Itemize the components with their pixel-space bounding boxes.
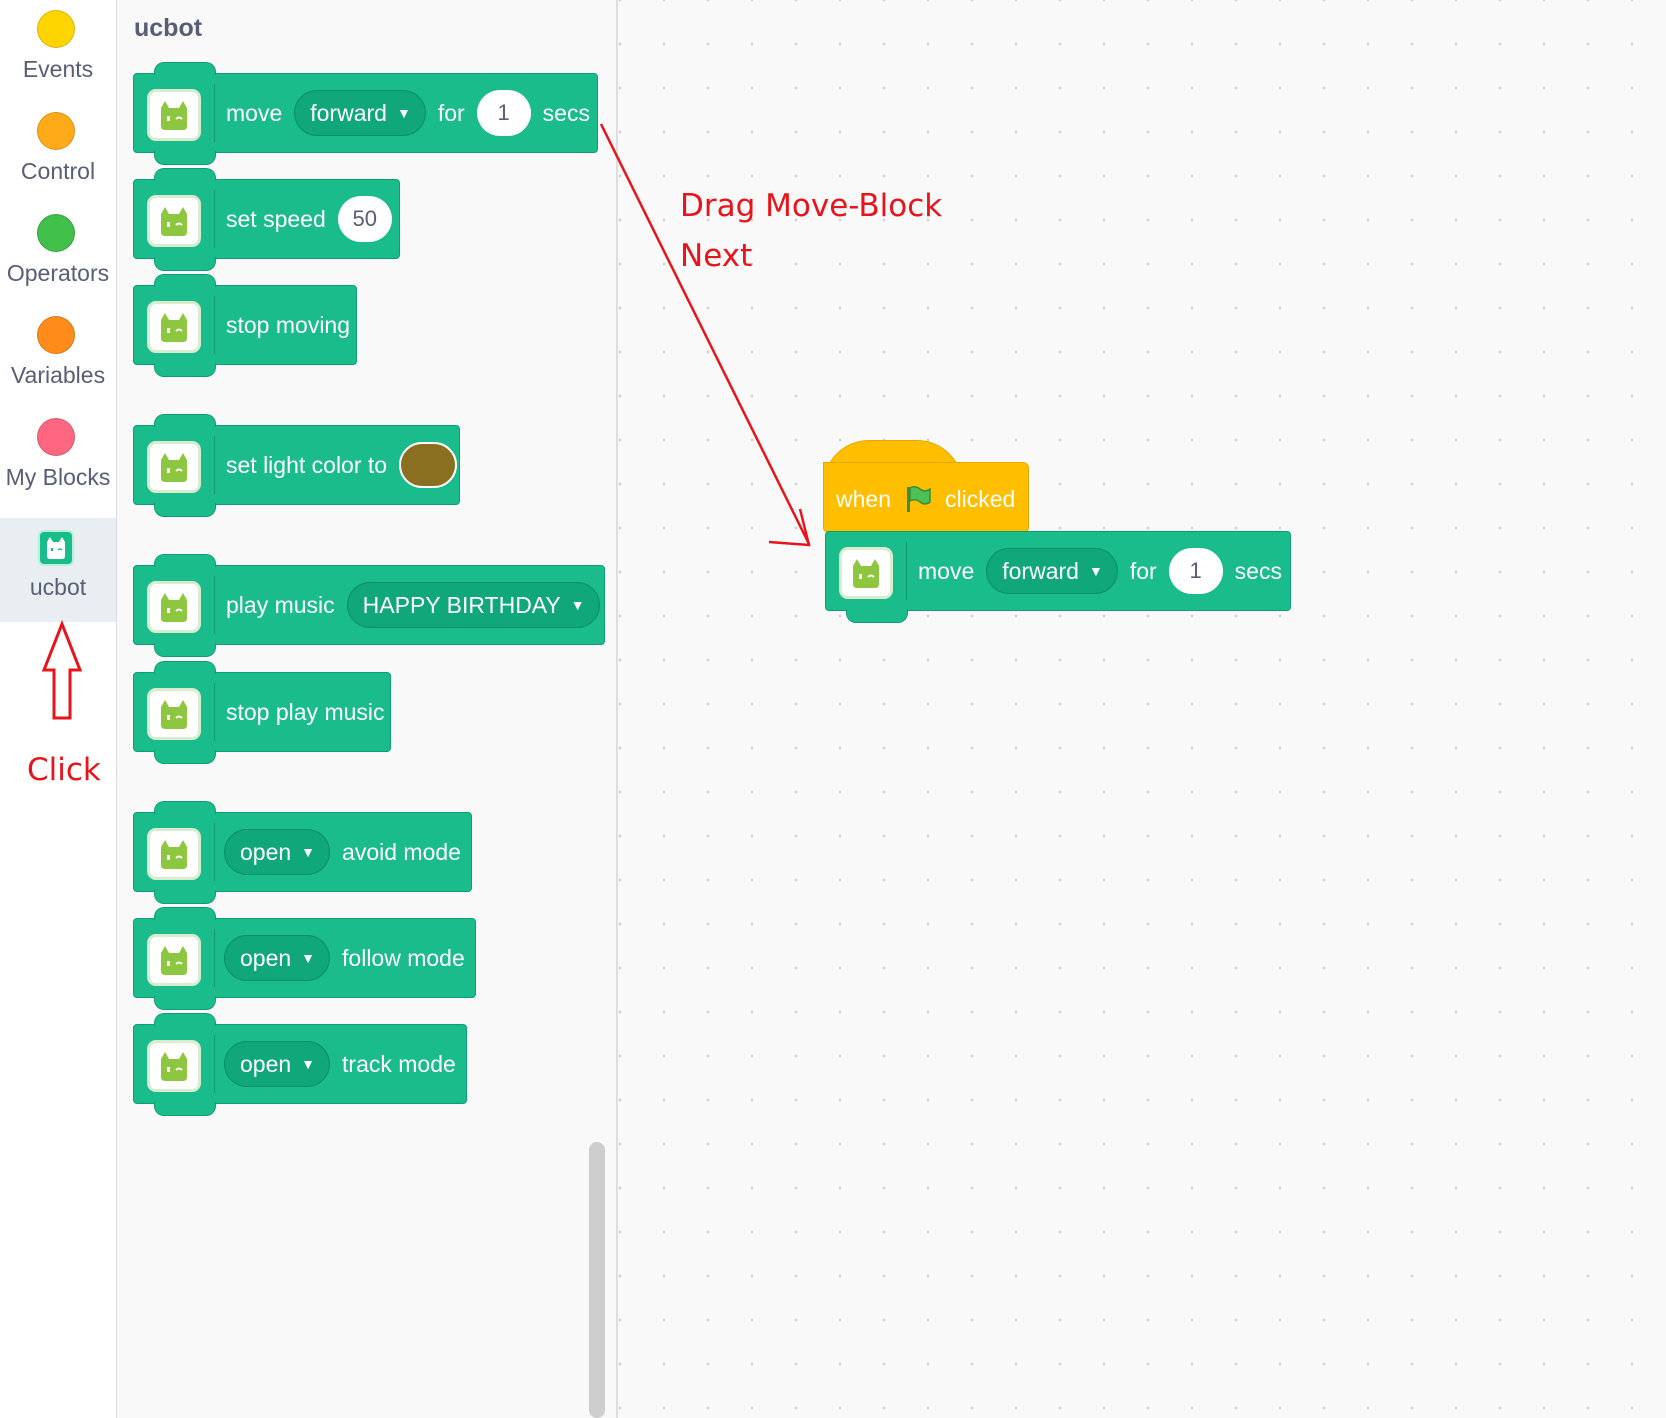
drag-arrow-line	[599, 123, 811, 545]
category-label: Events	[22, 56, 94, 82]
when-flag-clicked-block[interactable]: when clicked	[823, 440, 1029, 532]
ucbot-robot-icon	[147, 441, 201, 493]
block-text: set light color to	[226, 451, 388, 478]
ucbot-robot-icon	[839, 547, 893, 599]
ucbot-robot-icon	[147, 1040, 201, 1092]
block-text: when	[836, 485, 891, 512]
track-mode-block[interactable]: open ▼ track mode	[133, 1013, 467, 1116]
speed-input[interactable]: 50	[337, 196, 392, 242]
stop-play-music-block[interactable]: stop play music	[133, 661, 391, 764]
drag-annotation-line2: Next	[680, 238, 753, 274]
move-block[interactable]: move forward ▼ for 1 secs	[133, 62, 598, 165]
block-text: play music	[226, 591, 335, 618]
block-text: follow mode	[342, 944, 465, 971]
mode-state-dropdown[interactable]: open ▼	[224, 829, 331, 875]
category-variables[interactable]: Variables	[0, 306, 116, 410]
block-text: set speed	[226, 205, 326, 232]
drag-arrow-head	[768, 508, 811, 547]
drag-annotation-line1: Drag Move-Block	[680, 188, 943, 224]
dropdown-value: open	[240, 838, 292, 865]
block-text: move	[918, 557, 975, 584]
dropdown-value: open	[240, 1050, 292, 1077]
mode-state-dropdown[interactable]: open ▼	[224, 1041, 331, 1087]
stop-moving-block[interactable]: stop moving	[133, 274, 357, 377]
category-label: ucbot	[29, 574, 87, 600]
dropdown-value: forward	[1002, 557, 1079, 584]
dropdown-value: open	[240, 944, 292, 971]
dropdown-value: HAPPY BIRTHDAY	[362, 591, 561, 618]
avoid-mode-block[interactable]: open ▼ avoid mode	[133, 801, 472, 904]
caret-down-icon: ▼	[1088, 563, 1103, 579]
click-arrow-icon	[41, 619, 83, 720]
block-text: track mode	[342, 1050, 456, 1077]
ucbot-robot-icon	[147, 934, 201, 986]
ucbot-robot-icon	[147, 89, 201, 141]
direction-dropdown[interactable]: forward ▼	[986, 548, 1118, 594]
click-annotation: Click	[27, 752, 101, 788]
caret-down-icon: ▼	[301, 950, 316, 966]
set-speed-block[interactable]: set speed 50	[133, 168, 400, 271]
block-text: stop moving	[226, 311, 351, 338]
ucbot-robot-icon	[147, 581, 201, 633]
ucbot-robot-icon	[147, 301, 201, 353]
operators-color-dot	[37, 214, 75, 252]
ucbot-robot-icon	[147, 688, 201, 740]
flyout-scrollbar[interactable]	[589, 1142, 605, 1418]
set-light-color-block[interactable]: set light color to	[133, 414, 460, 517]
caret-down-icon: ▼	[570, 597, 585, 613]
block-text: secs	[542, 99, 590, 126]
category-label: Control	[20, 158, 96, 184]
block-text: clicked	[944, 485, 1016, 512]
category-label: Variables	[10, 362, 106, 388]
light-color-picker[interactable]	[399, 442, 458, 488]
caret-down-icon: ▼	[301, 844, 316, 860]
variables-color-dot	[37, 316, 75, 354]
ucbot-robot-icon	[147, 195, 201, 247]
mode-state-dropdown[interactable]: open ▼	[224, 935, 331, 981]
caret-down-icon: ▼	[396, 105, 411, 121]
category-operators[interactable]: Operators	[0, 204, 116, 308]
direction-dropdown[interactable]: forward ▼	[294, 90, 426, 136]
control-color-dot	[37, 112, 75, 150]
category-ucbot[interactable]: ucbot	[0, 518, 116, 622]
follow-mode-block[interactable]: open ▼ follow mode	[133, 907, 476, 1010]
category-label: My Blocks	[5, 464, 111, 490]
category-events[interactable]: Events	[0, 0, 116, 104]
category-label: Operators	[6, 260, 110, 286]
ucbot-robot-icon	[38, 530, 74, 566]
dropdown-value: forward	[310, 99, 387, 126]
category-control[interactable]: Control	[0, 102, 116, 206]
category-my-blocks[interactable]: My Blocks	[0, 408, 116, 512]
workspace-move-block[interactable]: move forward ▼ for 1 secs	[825, 531, 1291, 623]
flyout-title: ucbot	[134, 14, 203, 42]
block-text: for	[437, 99, 465, 126]
block-text: stop play music	[226, 698, 385, 725]
duration-input[interactable]: 1	[476, 90, 531, 136]
green-flag-icon	[906, 485, 931, 512]
my-blocks-color-dot	[37, 418, 75, 456]
play-music-block[interactable]: play music HAPPY BIRTHDAY ▼	[133, 554, 605, 657]
category-menu: Events Control Operators Variables My Bl…	[0, 0, 117, 1418]
block-text: move	[226, 99, 283, 126]
block-text: avoid mode	[342, 838, 461, 865]
events-color-dot	[37, 10, 75, 48]
caret-down-icon: ▼	[301, 1056, 316, 1072]
duration-input[interactable]: 1	[1168, 548, 1223, 594]
script-workspace[interactable]	[618, 0, 1666, 1418]
block-text: secs	[1234, 557, 1282, 584]
song-dropdown[interactable]: HAPPY BIRTHDAY ▼	[346, 582, 600, 628]
ucbot-robot-icon	[147, 828, 201, 880]
block-text: for	[1129, 557, 1157, 584]
